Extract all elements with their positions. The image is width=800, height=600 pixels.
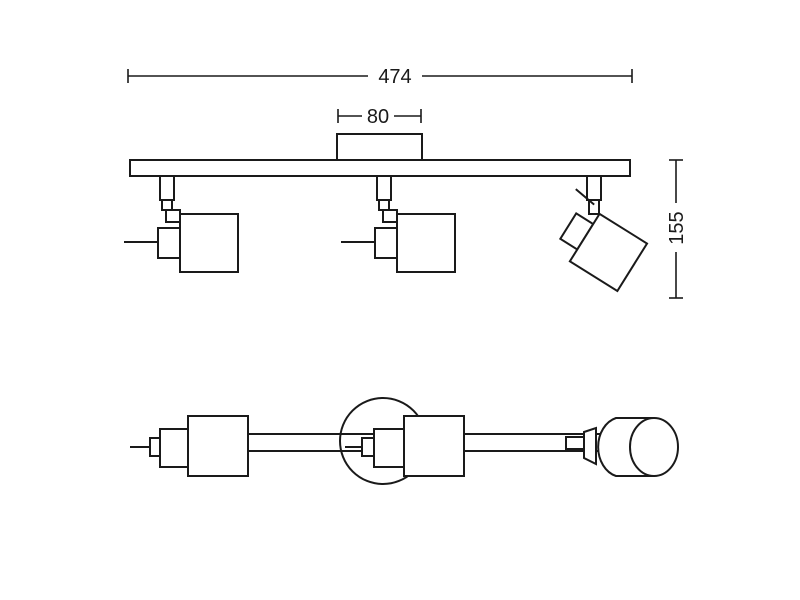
mounting-bar: [129, 159, 631, 177]
spot-2-joint: [378, 199, 390, 211]
spot-3-shade: [568, 212, 649, 293]
dimension-height: 155: [666, 159, 688, 299]
bottom-spot-1: [130, 415, 249, 477]
bottom-view: [130, 397, 679, 485]
bottom-spot-3-shade-opening: [629, 417, 679, 477]
total-width-label: 474: [378, 66, 411, 88]
spot-1-holder: [157, 227, 181, 259]
bottom-spot-2-holder: [373, 428, 405, 468]
bottom-spot-1-shade: [187, 415, 249, 477]
dimension-total-width: 474: [127, 66, 633, 88]
spot-3-handle: [575, 188, 595, 206]
dimension-canopy-width: 80: [337, 106, 422, 128]
spot-1-stem: [159, 175, 175, 201]
front-spot-2: [341, 175, 456, 273]
height-label: 155: [666, 211, 688, 244]
bottom-spot-2: [345, 415, 465, 477]
bottom-spot-3-pin: [565, 436, 585, 450]
spot-2-knuckle: [382, 209, 398, 223]
front-spot-1: [124, 175, 239, 273]
spot-2-shade: [396, 213, 456, 273]
front-spot-3: [558, 175, 649, 293]
spot-1-shade: [179, 213, 239, 273]
bottom-spot-2-pin: [361, 437, 375, 457]
bottom-spot-2-shade: [403, 415, 465, 477]
bottom-spot-1-pin: [149, 437, 161, 457]
front-view: [124, 133, 649, 293]
spot-2-holder: [374, 227, 398, 259]
spot-2-stem: [376, 175, 392, 201]
spot-1-joint: [161, 199, 173, 211]
canopy-width-label: 80: [367, 106, 389, 128]
spot-3-joint: [588, 199, 600, 215]
bottom-spot-1-holder: [159, 428, 189, 468]
spot-1-knuckle: [165, 209, 181, 223]
canopy: [336, 133, 423, 161]
bottom-spot-3: [565, 417, 679, 477]
spot-3-stem: [586, 175, 602, 201]
bottom-spot-3-holder: [583, 426, 597, 466]
